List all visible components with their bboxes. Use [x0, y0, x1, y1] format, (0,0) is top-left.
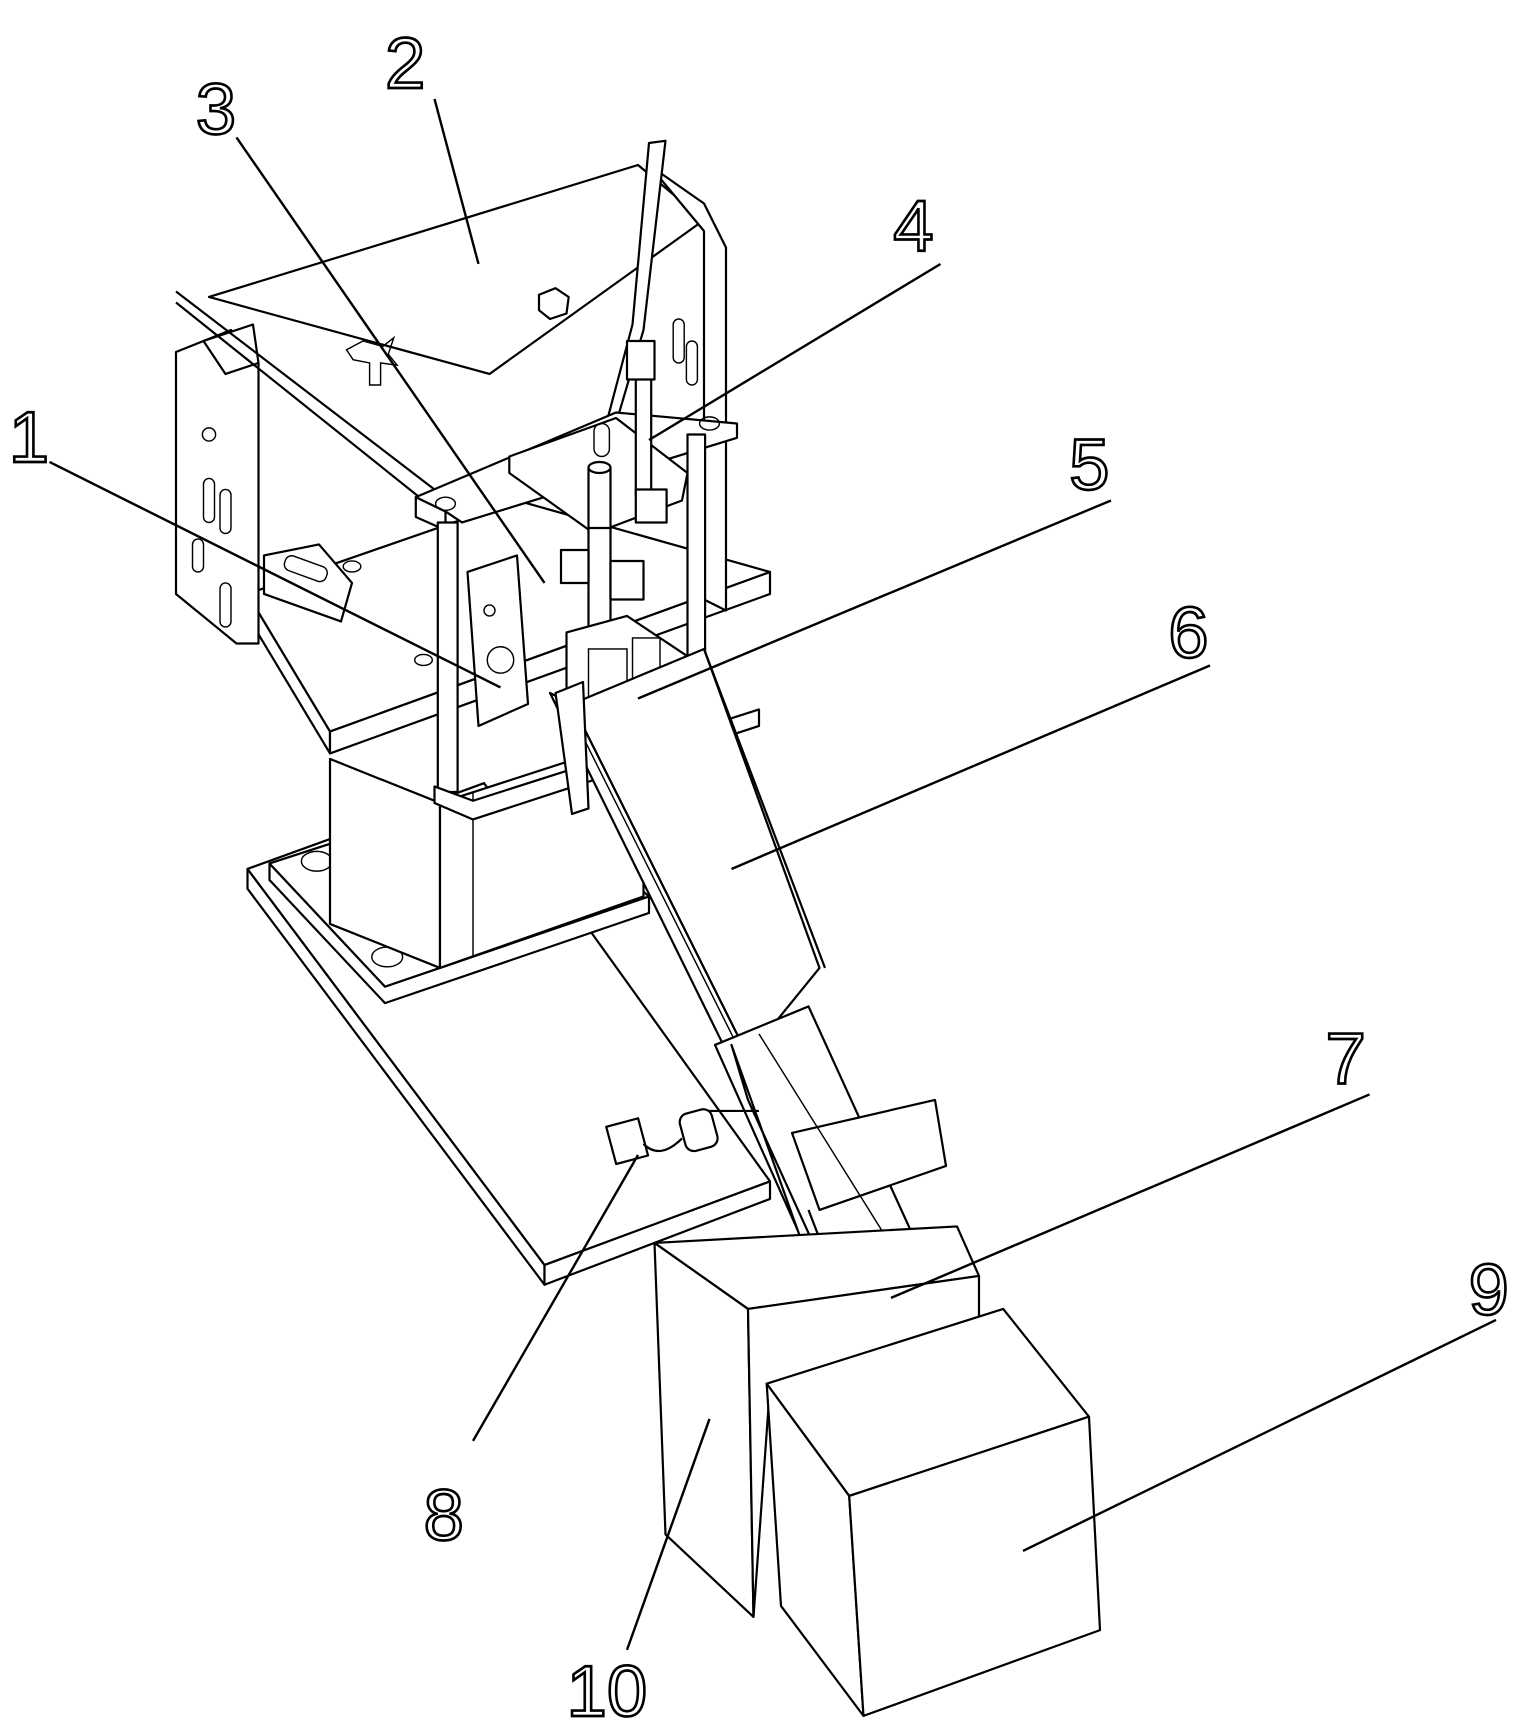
callout-5: 5	[1069, 424, 1109, 505]
collection-box-9	[767, 1309, 1100, 1716]
callout-3: 3	[196, 69, 236, 150]
callout-7: 7	[1326, 1018, 1366, 1099]
callout-8: 8	[424, 1475, 464, 1556]
callout-2: 2	[385, 23, 425, 104]
callout-6: 6	[1168, 593, 1208, 674]
callout-1: 1	[9, 397, 49, 478]
callout-4: 4	[893, 186, 933, 267]
side-bracket	[468, 555, 529, 725]
callout-10: 10	[567, 1651, 648, 1728]
callout-9: 9	[1469, 1249, 1509, 1330]
side-plate-left	[176, 324, 259, 643]
